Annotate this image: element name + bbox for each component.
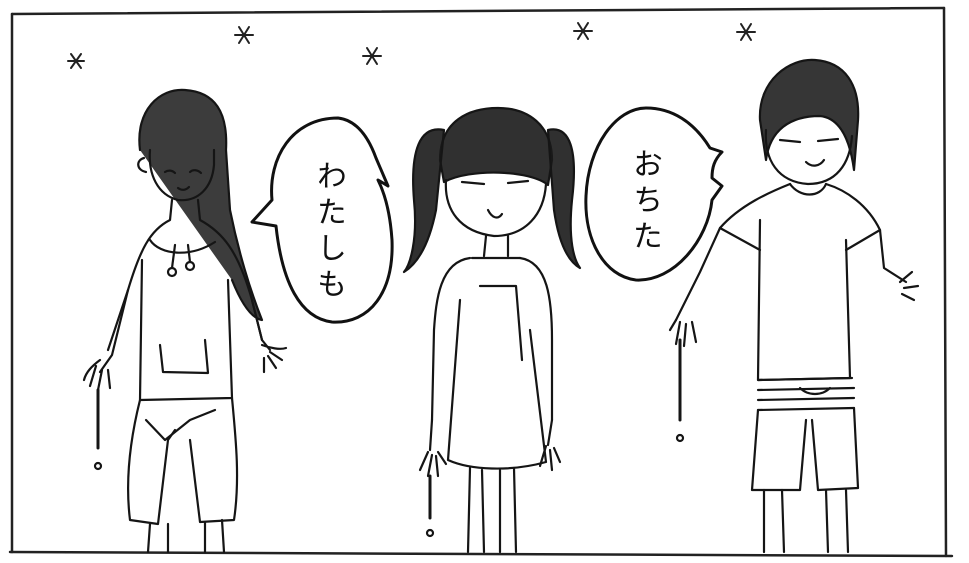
speech-text-right: おちた xyxy=(627,148,662,256)
character-left xyxy=(82,88,288,554)
sparkle-icon xyxy=(362,47,382,65)
character-middle xyxy=(402,106,582,554)
sparkle-icon xyxy=(573,22,593,40)
speech-bubble-left xyxy=(250,116,394,324)
character-right xyxy=(668,58,920,554)
panel-border xyxy=(8,6,954,558)
sparkle-icon xyxy=(67,53,85,69)
sparkle-icon xyxy=(736,23,756,41)
sparkle-icon xyxy=(234,26,254,44)
speech-bubble-right xyxy=(584,106,724,282)
speech-text-left: わたしも xyxy=(311,160,346,304)
